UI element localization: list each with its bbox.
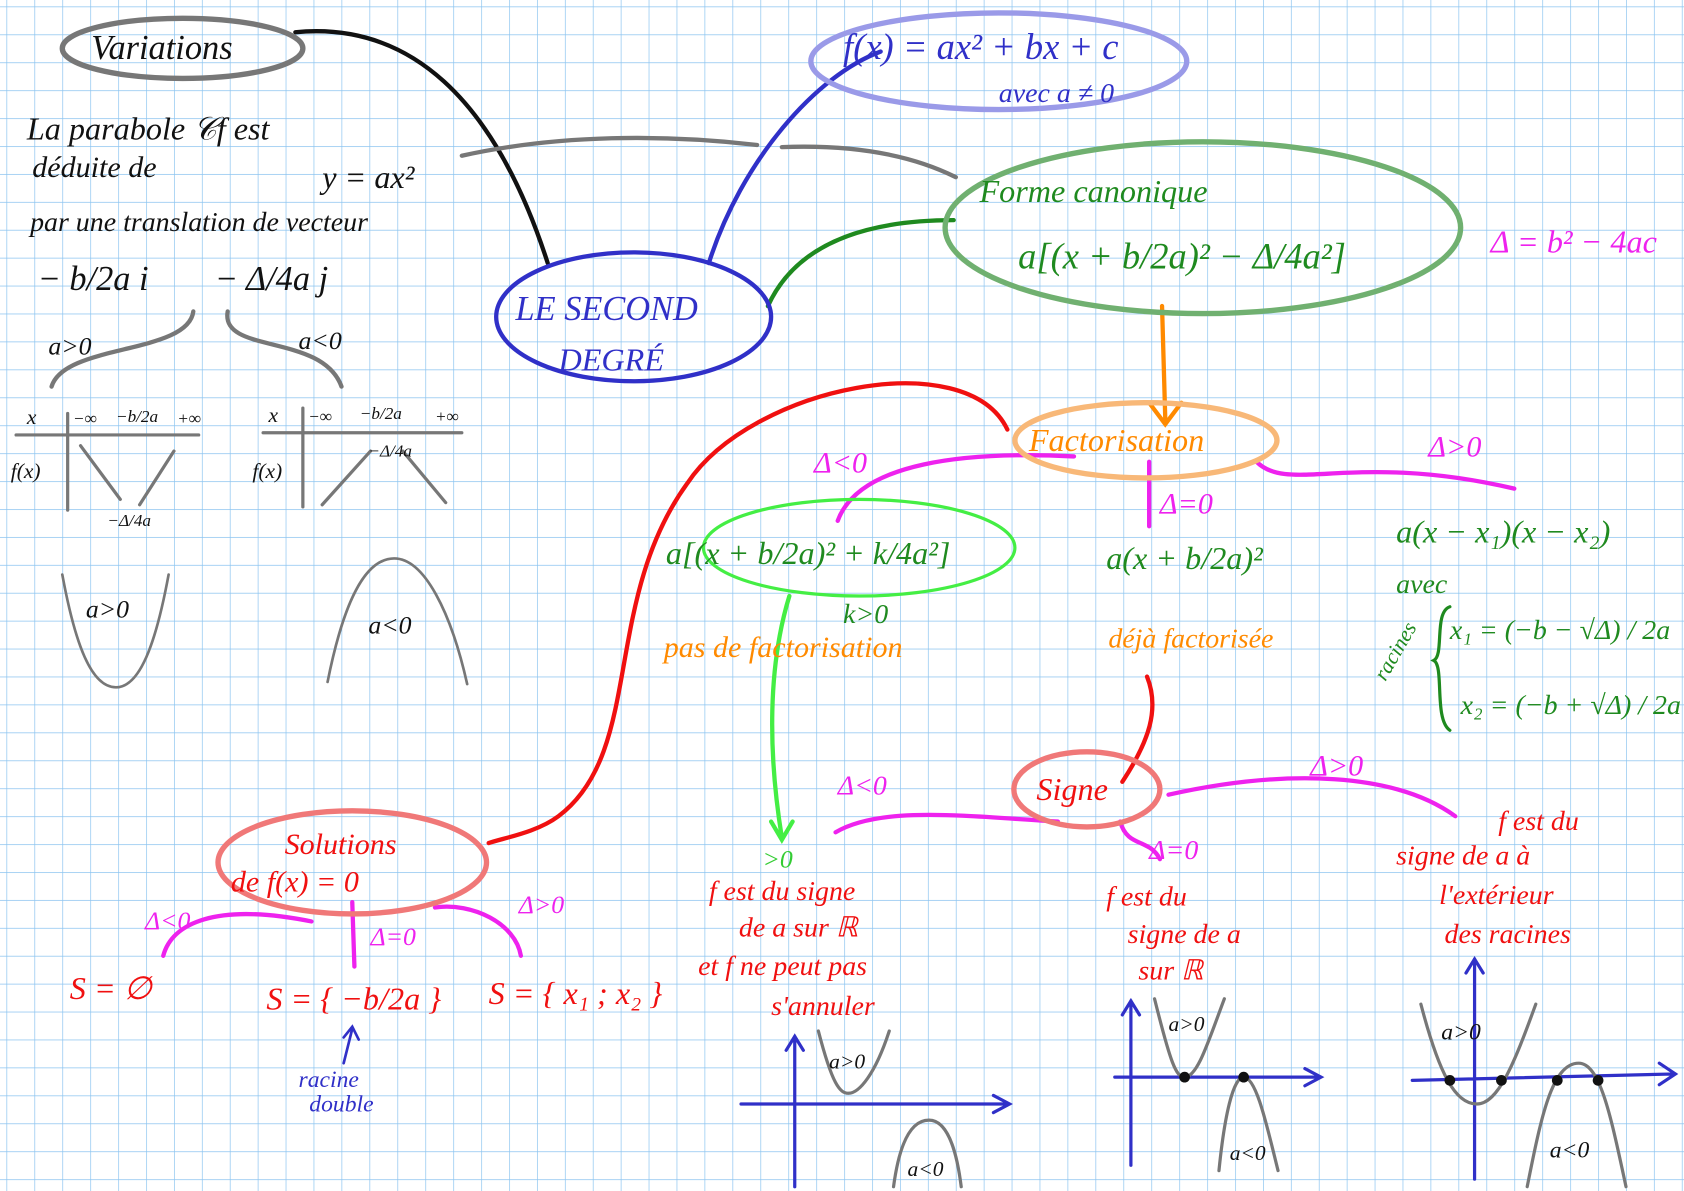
definition-condition: avec a ≠ 0: [999, 78, 1114, 109]
center-title-line1: LE SECOND: [515, 290, 699, 328]
table-vertex-x: −b/2a: [116, 407, 158, 426]
label-a-positive: a>0: [48, 331, 91, 360]
label-a-negative: a<0: [299, 326, 342, 355]
root-x1-formula: x₁ = (−b − √Δ) / 2a: [1449, 615, 1670, 646]
signe-bubble: [1011, 749, 1163, 830]
signe-positive-label: >0: [763, 845, 793, 874]
signe-pos-text-line3: l'extérieur: [1439, 880, 1554, 911]
signe-neg-text-line4: s'annuler: [771, 991, 875, 1022]
solutions-double-root-set: S = { −b/2a }: [266, 981, 441, 1017]
factorisation-pos-label: Δ>0: [1427, 429, 1481, 463]
table-minus-inf: −∞: [73, 409, 97, 428]
signe-zero-text-line1: f est du: [1106, 881, 1187, 912]
solutions-zero-label: Δ=0: [370, 922, 417, 951]
racine-double-note-line1: racine: [299, 1067, 359, 1093]
table-minus-inf: −∞: [308, 407, 332, 426]
factorisation-neg-note: pas de factorisation: [662, 630, 903, 664]
signe-zero-text-line3: sur ℝ: [1138, 955, 1205, 986]
definition-formula: f(x) = ax² + bx + c: [843, 26, 1118, 67]
factorisation-neg-label: Δ<0: [813, 446, 867, 480]
sign-graph-double-root: a>0 a<0: [1113, 997, 1325, 1173]
signe-zero-label: Δ=0: [1148, 835, 1198, 866]
table-plus-inf: +∞: [435, 407, 459, 426]
signe-pos-text-line4: des racines: [1445, 919, 1571, 950]
variations-title: Variations: [91, 29, 232, 67]
solutions-bubble: [215, 808, 490, 917]
table-vertex-y: −Δ/4a: [368, 441, 412, 460]
signe-pos-text-line1: f est du: [1498, 806, 1579, 837]
parabola-down-label: a<0: [368, 611, 411, 640]
solutions-empty-set: S = ∅: [70, 970, 154, 1006]
variations-text-line2: déduite de: [32, 150, 156, 184]
graph-a-positive: a>0: [1441, 1020, 1481, 1046]
parabola-up-label: a>0: [86, 595, 129, 624]
signe-neg-text-line1: f est du signe: [709, 876, 856, 907]
variations-bubble: [59, 15, 306, 82]
solutions-title-line1: Solutions: [285, 827, 397, 861]
factorisation-bubble: [1012, 400, 1280, 481]
signe-title: Signe: [1036, 771, 1108, 807]
solutions-pos-label: Δ>0: [518, 890, 565, 919]
variation-table-positive: x −∞ −b/2a +∞ f(x) −Δ/4a: [11, 405, 201, 530]
solutions-title-line2: de f(x) = 0: [231, 864, 359, 898]
root-x2-formula: x₂ = (−b + √Δ) / 2a: [1460, 690, 1681, 721]
table-fx-label: f(x): [11, 459, 41, 483]
factorisation-avec: avec: [1396, 569, 1448, 600]
translation-vector-j: − Δ/4a j⃗: [215, 260, 355, 298]
graph-a-positive: a>0: [829, 1050, 865, 1074]
factorisation-zero-formula: a(x + b/2a)²: [1106, 540, 1264, 576]
variations-text-line1: La parabole 𝒞f est: [26, 111, 271, 147]
table-fx-label: f(x): [252, 459, 282, 483]
table-plus-inf: +∞: [177, 409, 201, 428]
center-title-line2: DEGRÉ: [557, 342, 664, 378]
signe-neg-text-line2: de a sur ℝ: [739, 912, 860, 943]
translation-vector-i: − b/2a i⃗: [38, 260, 176, 298]
factorisation-title: Factorisation: [1028, 422, 1204, 458]
canonical-formula: a[(x + b/2a)² − Δ/4a²]: [1018, 235, 1346, 276]
graph-a-negative: a<0: [1550, 1138, 1590, 1164]
graph-a-positive: a>0: [1168, 1012, 1204, 1036]
negative-delta-bubble: [701, 497, 1017, 598]
graph-a-negative: a<0: [1230, 1141, 1266, 1165]
signe-neg-label: Δ<0: [837, 771, 887, 802]
table-x-label: x: [267, 403, 278, 427]
sign-graph-two-roots: a>0 a<0: [1410, 955, 1679, 1189]
factorisation-zero-note: déjà factorisée: [1108, 624, 1273, 655]
table-vertex-x: −b/2a: [360, 404, 402, 423]
center-bubble: [494, 250, 774, 384]
definition-bubble: [808, 10, 1190, 113]
canonical-title: Forme canonique: [978, 173, 1207, 209]
signe-zero-text-line2: signe de a: [1128, 919, 1241, 950]
variations-text-line3: par une translation de vecteur: [28, 207, 368, 238]
variation-table-negative: x −∞ −b/2a +∞ f(x) −Δ/4a: [252, 403, 464, 509]
factorisation-pos-formula: a(x − x₁)(x − x₂): [1396, 513, 1610, 549]
variations-base-parabola: y = ax²: [319, 159, 416, 195]
table-vertex-y: −Δ/4a: [107, 511, 151, 530]
roots-brace: [1430, 605, 1452, 732]
factorisation-neg-formula: a[(x + b/2a)² + k/4a²]: [666, 535, 951, 571]
solutions-neg-label: Δ<0: [144, 906, 191, 935]
signe-pos-label: Δ>0: [1309, 748, 1363, 782]
signe-neg-text-line3: et f ne peut pas: [698, 951, 867, 982]
canonical-bubble: [942, 139, 1464, 317]
connectors: [49, 29, 1517, 1065]
factorisation-zero-label: Δ=0: [1159, 486, 1213, 520]
discriminant-formula: Δ = b² − 4ac: [1489, 223, 1657, 259]
solutions-two-roots-set: S = { x₁ ; x₂ }: [489, 975, 663, 1011]
parabola-down-sketch: [326, 557, 469, 686]
graph-a-negative: a<0: [908, 1157, 944, 1181]
signe-pos-text-line2: signe de a à: [1396, 841, 1530, 872]
parabola-up-sketch: [60, 573, 170, 689]
factorisation-k-condition: k>0: [843, 599, 888, 630]
table-x-label: x: [26, 405, 37, 429]
sign-graph-no-roots: a>0 a<0: [739, 1029, 1013, 1189]
racine-double-note-line2: double: [309, 1092, 373, 1118]
